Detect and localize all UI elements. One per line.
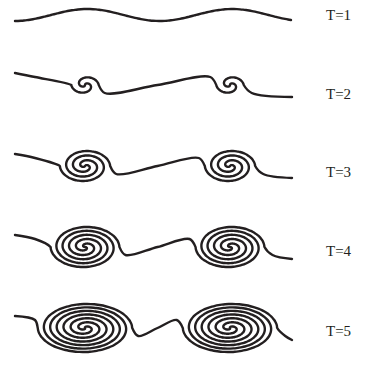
time-label: T=1 bbox=[326, 8, 351, 23]
time-label: T=5 bbox=[326, 324, 351, 339]
time-label: T=2 bbox=[326, 87, 351, 102]
vortex-interface bbox=[15, 9, 291, 21]
vortex-interface bbox=[15, 151, 292, 181]
time-label: T=3 bbox=[326, 165, 351, 180]
vortex-interface bbox=[15, 227, 292, 267]
vortex-interface bbox=[15, 304, 292, 352]
vortex-interface bbox=[15, 73, 292, 97]
time-label: T=4 bbox=[326, 244, 351, 259]
